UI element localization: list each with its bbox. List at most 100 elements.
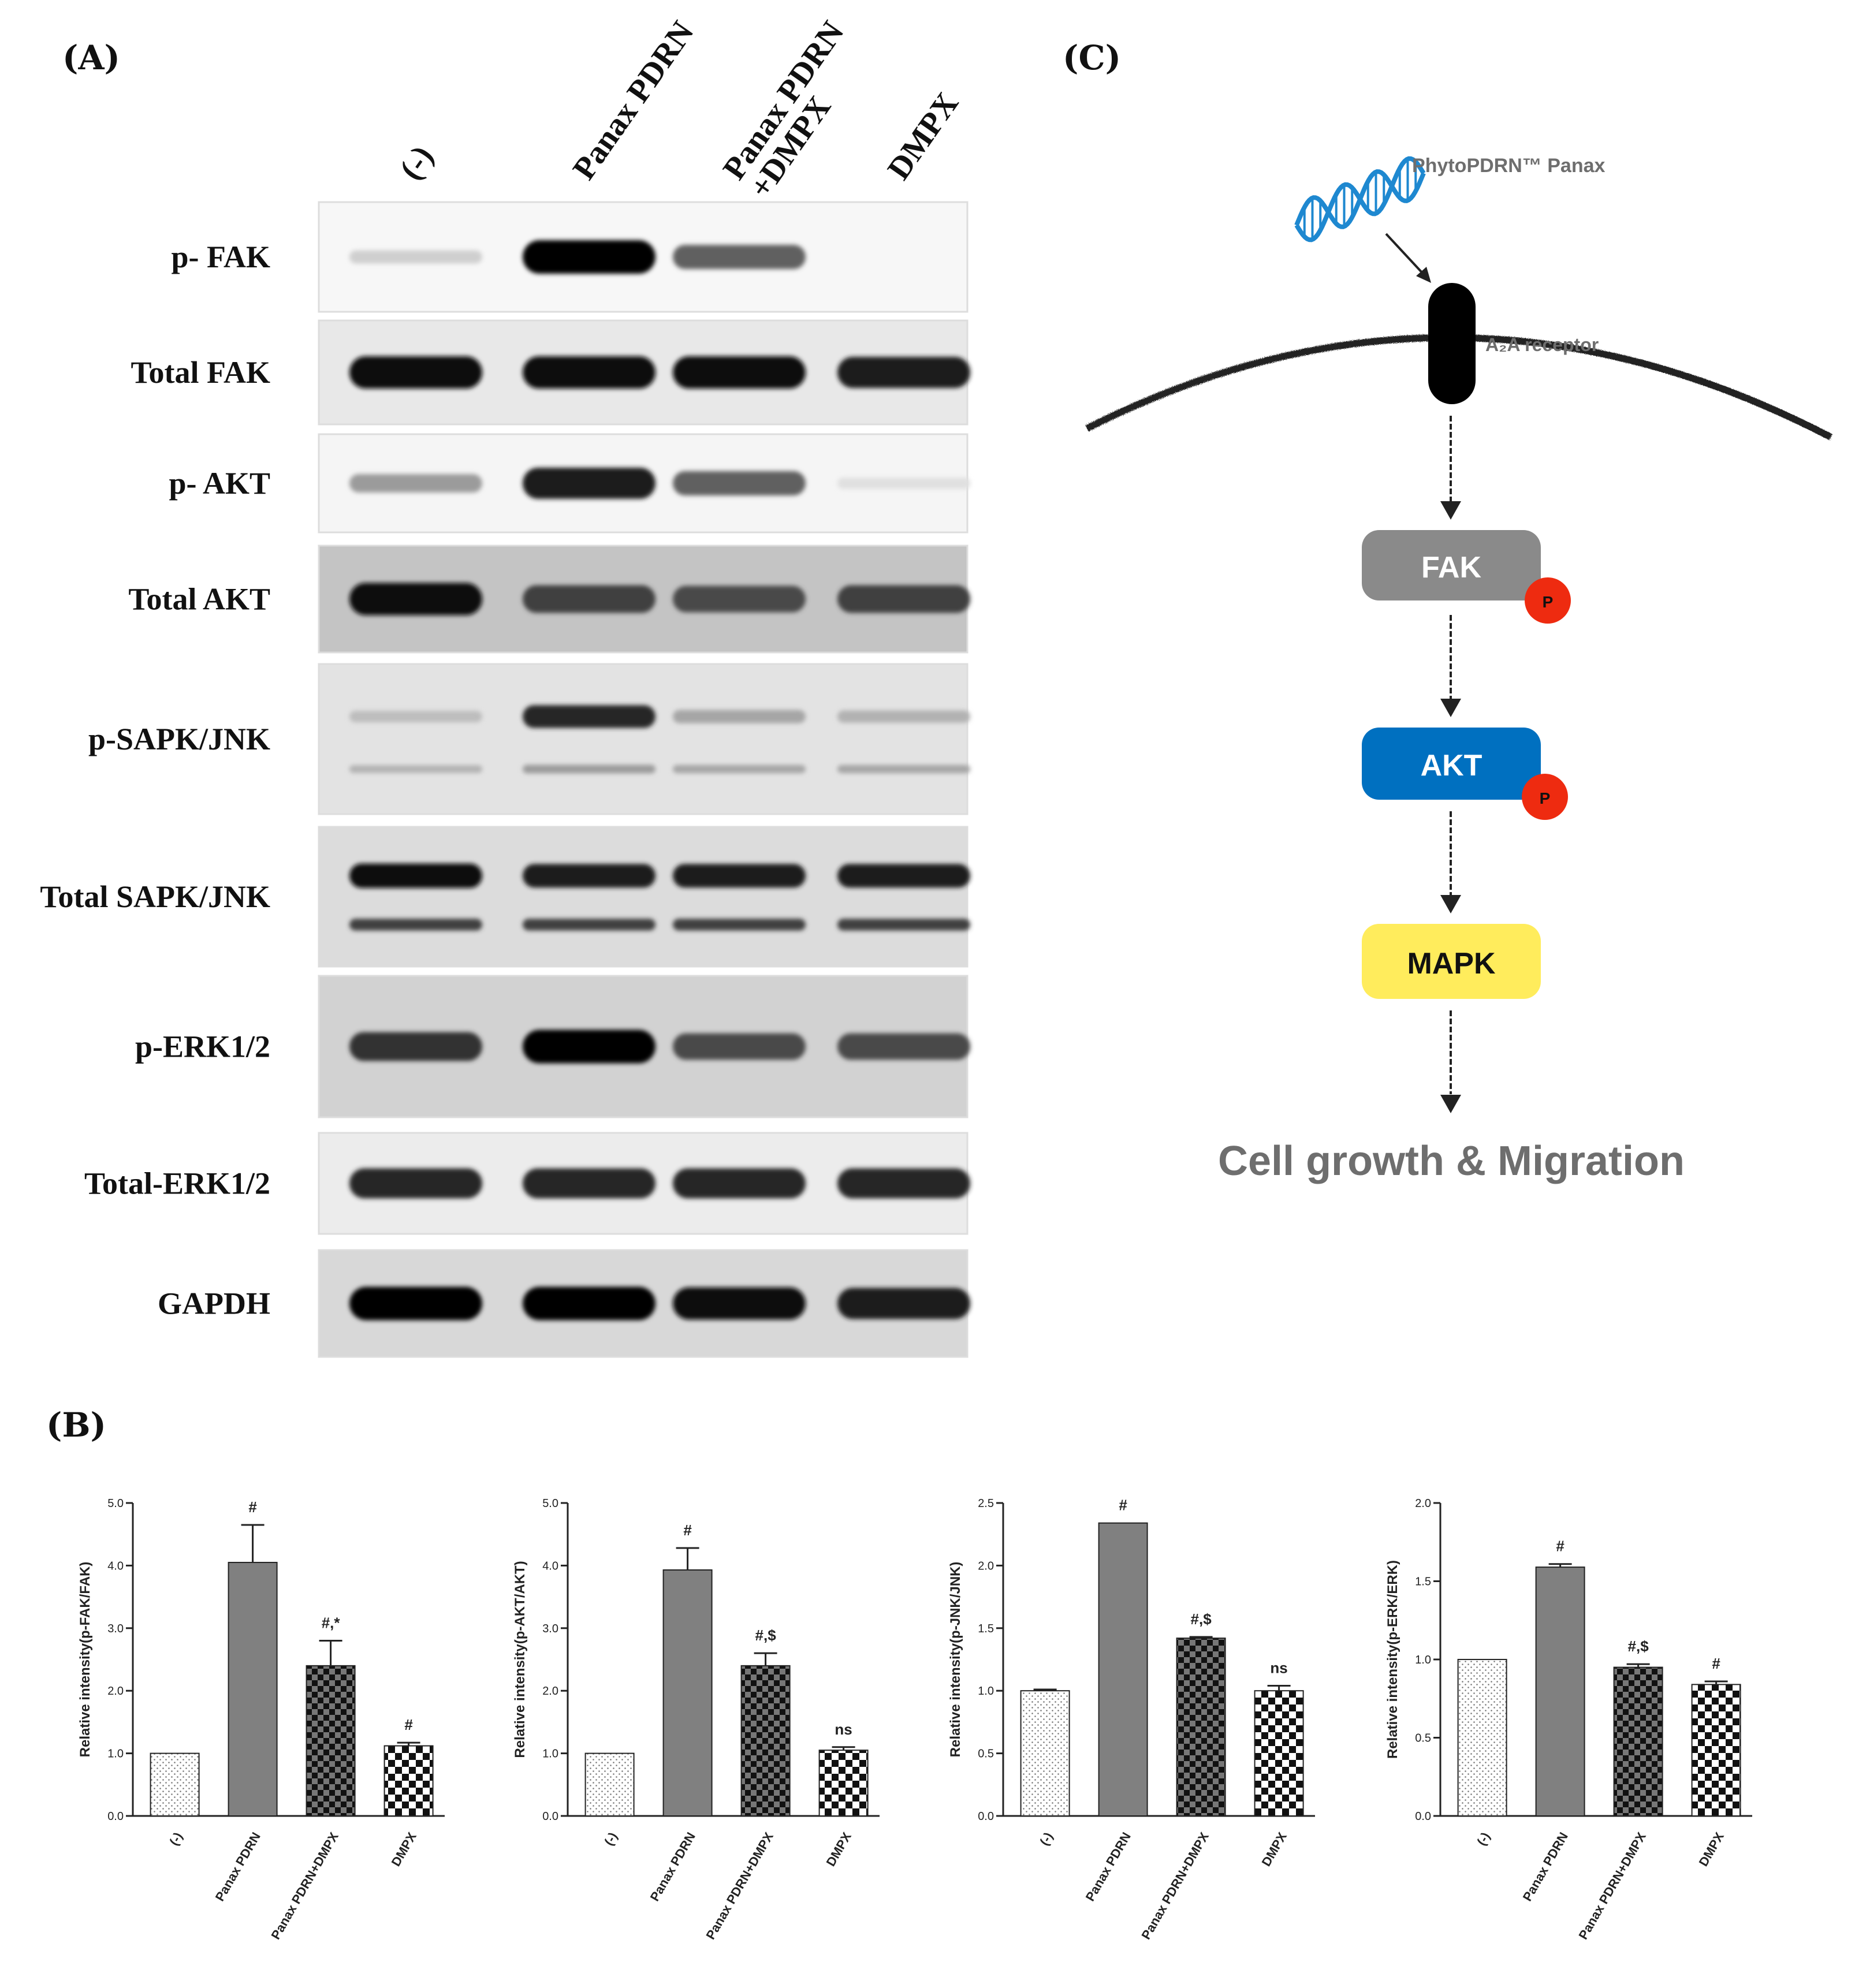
blot-lane-label: DMPX bbox=[881, 86, 966, 186]
blot-band bbox=[523, 1030, 655, 1064]
bar bbox=[1254, 1690, 1304, 1817]
y-tick-label: 1.0 bbox=[978, 1685, 994, 1698]
bar bbox=[1691, 1684, 1741, 1817]
blot-band bbox=[673, 585, 806, 613]
significance-label: #,$ bbox=[1628, 1638, 1649, 1655]
blot-band bbox=[837, 585, 970, 613]
significance-label: # bbox=[248, 1498, 257, 1516]
significance-label: ns bbox=[1270, 1659, 1287, 1677]
category-label: (-) bbox=[1037, 1830, 1056, 1848]
outcome-label: Cell growth & Migration bbox=[1218, 1138, 1685, 1184]
blot-band bbox=[349, 863, 482, 888]
akt-phospho-label: P bbox=[1540, 789, 1551, 807]
blot-row-label: Total AKT bbox=[128, 582, 270, 617]
blot-row: p- AKT bbox=[169, 433, 970, 534]
dna-strand bbox=[1294, 169, 1426, 229]
fak-phospho-label: P bbox=[1543, 593, 1554, 611]
y-tick-label: 2.0 bbox=[1415, 1497, 1431, 1510]
blot-row: p-SAPK/JNK bbox=[88, 663, 970, 815]
bar bbox=[228, 1561, 278, 1817]
y-tick-label: 0.0 bbox=[1415, 1810, 1431, 1823]
significance-label: #,$ bbox=[755, 1627, 777, 1644]
fak-node-label: FAK bbox=[1421, 551, 1481, 584]
blot-band bbox=[349, 711, 482, 722]
blot-band bbox=[673, 864, 806, 888]
blot-row: Total FAK bbox=[131, 319, 970, 426]
bar bbox=[1457, 1659, 1507, 1817]
significance-label: # bbox=[683, 1521, 692, 1539]
blot-lane-label: Panax PDRN+DMPX bbox=[716, 15, 851, 205]
y-tick-label: 0.5 bbox=[978, 1748, 994, 1761]
panel-b-label: (B) bbox=[46, 1405, 106, 1445]
blot-lane-label: (-) bbox=[393, 139, 441, 186]
blot-band bbox=[523, 240, 655, 274]
blot-band bbox=[523, 919, 655, 931]
blot-band bbox=[523, 1286, 655, 1321]
blot-band bbox=[837, 710, 970, 723]
blot-band bbox=[349, 1168, 482, 1199]
blot-band bbox=[673, 356, 806, 389]
blot-band bbox=[673, 710, 806, 723]
blot-row: GAPDH bbox=[158, 1249, 970, 1358]
blot-row-label: p- FAK bbox=[172, 240, 271, 274]
blot-band bbox=[349, 765, 482, 773]
y-tick-label: 4.0 bbox=[542, 1560, 558, 1572]
blot-band bbox=[523, 468, 655, 499]
blot-band bbox=[673, 764, 806, 774]
receptor-label: A₂A receptor bbox=[1485, 334, 1599, 355]
akt-node bbox=[1362, 728, 1541, 800]
y-tick-label: 1.0 bbox=[542, 1748, 558, 1761]
blot-band bbox=[673, 919, 806, 931]
y-tick-label: 1.0 bbox=[107, 1748, 124, 1761]
fak-phospho-icon bbox=[1525, 577, 1571, 624]
mapk-node bbox=[1362, 924, 1541, 999]
blot-band bbox=[349, 1286, 482, 1321]
blot-band bbox=[673, 471, 806, 495]
bar bbox=[1176, 1638, 1226, 1817]
y-tick-label: 1.5 bbox=[1415, 1576, 1431, 1588]
blot-lane-label-text: DMPX bbox=[881, 86, 966, 186]
significance-label: # bbox=[1556, 1538, 1565, 1555]
a2a-receptor bbox=[1428, 283, 1476, 404]
category-label: DMPX bbox=[388, 1830, 419, 1869]
significance-label: #,* bbox=[322, 1614, 341, 1631]
significance-label: # bbox=[404, 1716, 413, 1733]
blot-lane-label-text: (-) bbox=[393, 139, 441, 186]
y-tick-label: 3.0 bbox=[542, 1623, 558, 1635]
category-label: DMPX bbox=[1696, 1830, 1727, 1869]
blot-band bbox=[673, 1033, 806, 1060]
category-label: Panax PDRN+DMPX bbox=[703, 1830, 776, 1942]
bar bbox=[740, 1665, 791, 1817]
blot-row-label: p-SAPK/JNK bbox=[88, 722, 270, 756]
blot-band bbox=[349, 474, 482, 493]
akt-phospho-icon bbox=[1522, 774, 1568, 820]
blot-band bbox=[349, 919, 482, 931]
y-tick-label: 0.0 bbox=[542, 1810, 558, 1823]
blot-band bbox=[523, 1168, 655, 1199]
y-tick-label: 0.0 bbox=[978, 1810, 994, 1823]
bar bbox=[818, 1750, 869, 1817]
bar bbox=[1535, 1566, 1585, 1817]
blot-band bbox=[349, 583, 482, 616]
bar bbox=[1098, 1522, 1148, 1817]
significance-label: # bbox=[1712, 1655, 1720, 1672]
y-axis-label: Relative intensity(p-AKT/AKT) bbox=[512, 1561, 528, 1758]
blot-row: p- FAK bbox=[172, 201, 969, 313]
bar bbox=[383, 1745, 434, 1817]
blot-row: p-ERK1/2 bbox=[135, 975, 970, 1118]
blot-band bbox=[837, 357, 970, 388]
bar bbox=[584, 1752, 635, 1817]
blot-lane-label-text: Panax PDRN bbox=[566, 15, 701, 187]
blot-row-label: GAPDH bbox=[158, 1286, 270, 1321]
y-axis-label: Relative intensity(p-FAK/FAK) bbox=[77, 1562, 93, 1758]
category-label: Panax PDRN+DMPX bbox=[1138, 1830, 1212, 1942]
bar bbox=[306, 1665, 356, 1817]
mapk-node-label: MAPK bbox=[1407, 947, 1496, 980]
blot-membrane bbox=[318, 826, 969, 968]
y-tick-label: 2.5 bbox=[978, 1497, 994, 1510]
bar bbox=[150, 1752, 200, 1817]
